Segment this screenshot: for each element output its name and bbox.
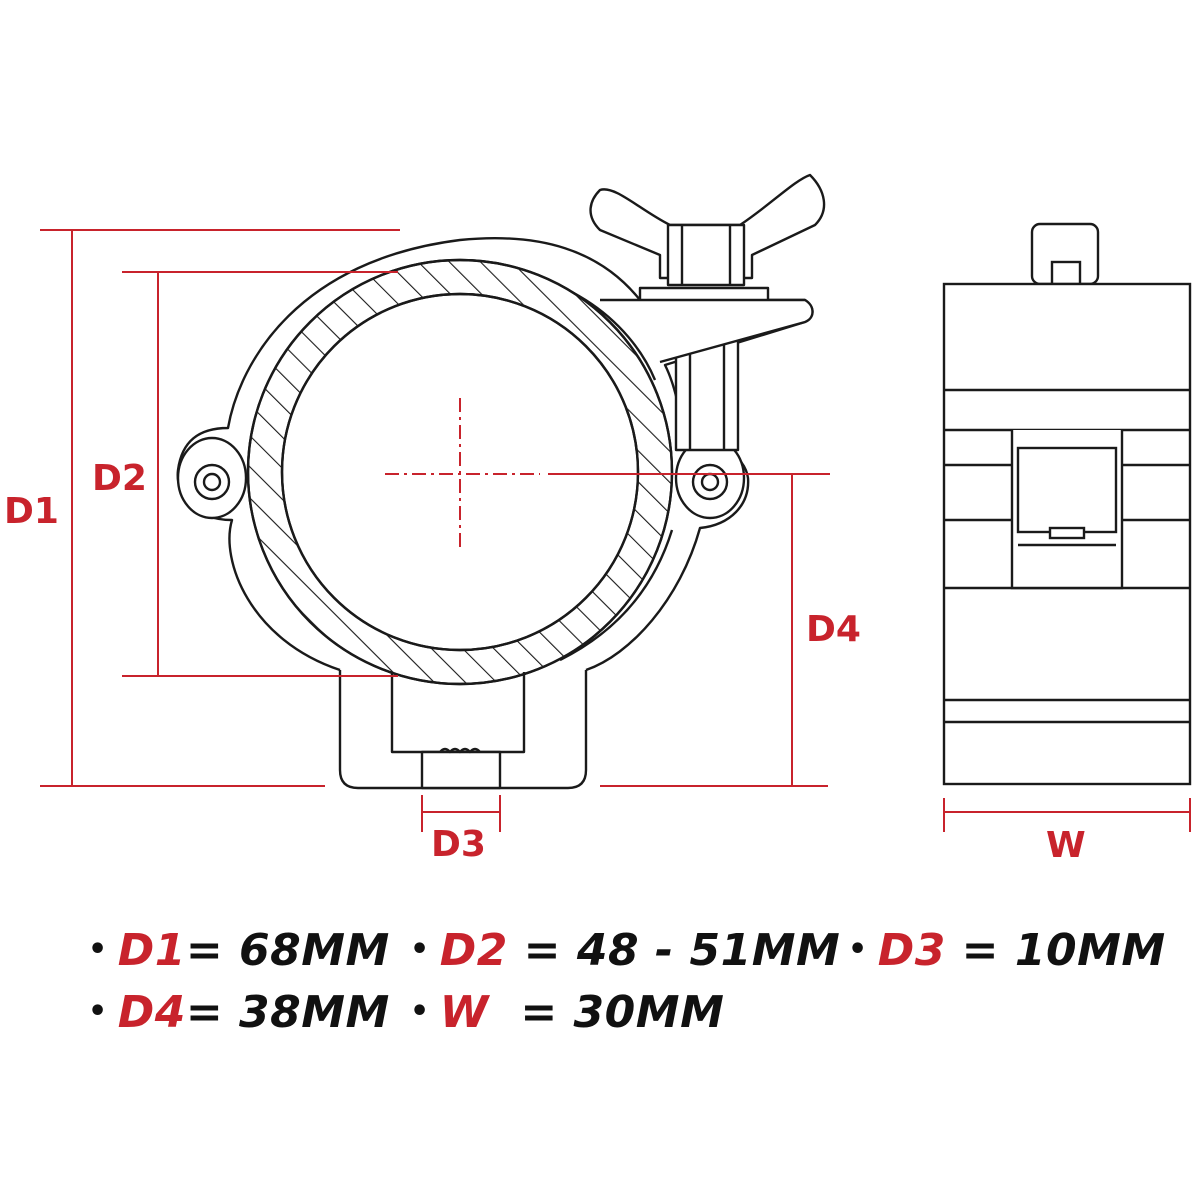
left-hinge-pin [193,463,231,501]
spec-d3: • D3 = 10MM [848,925,1166,976]
bullet-icon: • [848,932,868,967]
front-view [176,173,826,790]
right-hinge-pin [691,463,729,501]
side-view [942,222,1192,786]
dimension-label-d4: D4 [806,609,861,650]
spec-d1: • D1= 68MM [88,925,390,976]
spec-key: D1 [117,925,186,976]
spec-d4: • D4= 38MM [88,987,390,1038]
bullet-icon: • [410,994,430,1029]
clamp-lever [600,298,814,364]
spec-value: = 30MM [488,987,725,1038]
spec-key: D3 [877,925,946,976]
spec-value: = 10MM [945,925,1166,976]
clamp-technical-drawing: D1 D2 D3 D4 W [4,173,1192,866]
dimension-label-d1: D1 [4,491,59,532]
spec-key: D2 [439,925,508,976]
center-lines [385,398,830,550]
left-hinge-lug [176,436,248,520]
bullet-icon: • [88,994,108,1029]
spec-d2: • D2 = 48 - 51MM [410,925,840,976]
dimension-label-w: W [1046,825,1086,866]
spec-value: = 38MM [185,987,390,1038]
spec-key: D4 [117,987,186,1038]
spec-value: = 48 - 51MM [507,925,841,976]
spec-value: = 68MM [185,925,390,976]
bullet-icon: • [410,932,430,967]
dimension-label-d3: D3 [431,824,486,865]
dimension-label-d2: D2 [92,458,147,499]
bullet-icon: • [88,932,108,967]
spec-w: • W = 30MM [410,987,724,1038]
spec-key: W [439,987,489,1038]
dimension-lines [40,229,1191,832]
